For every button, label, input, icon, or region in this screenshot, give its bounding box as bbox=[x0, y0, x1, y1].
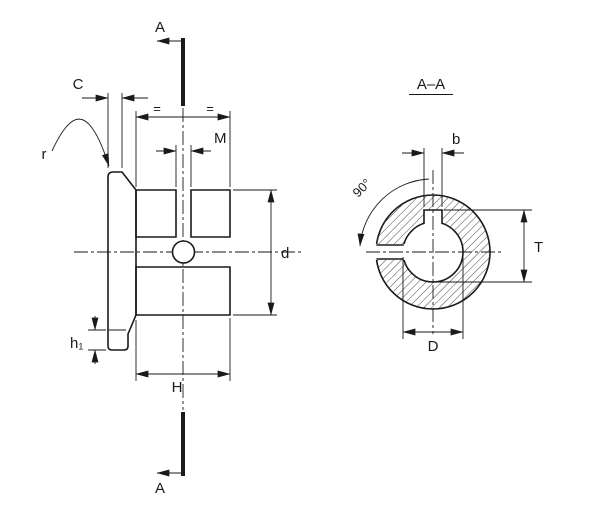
dim-d: d bbox=[233, 189, 289, 316]
section-label-bottom: A bbox=[155, 480, 165, 497]
dim-b: b bbox=[402, 131, 464, 207]
dim-label-r: r bbox=[42, 146, 47, 163]
section-title-group: A–A bbox=[409, 76, 453, 95]
dim-h1: h₁ bbox=[70, 316, 106, 364]
section-cut-line: A A bbox=[155, 19, 185, 497]
dim-label-b: b bbox=[452, 131, 460, 148]
section-label-top: A bbox=[155, 19, 165, 36]
dim-C: C bbox=[73, 76, 148, 168]
hub-upper-right-section bbox=[190, 189, 231, 238]
dim-label-T: T bbox=[534, 239, 543, 256]
dim-D: D bbox=[402, 257, 464, 355]
tooth-plate-section bbox=[107, 171, 137, 351]
dim-label-C: C bbox=[73, 76, 84, 93]
dim-label-D: D bbox=[428, 338, 439, 355]
hub-upper-left-section bbox=[135, 189, 177, 238]
dim-H: H bbox=[135, 318, 231, 396]
equal-mark-left: = bbox=[153, 101, 161, 116]
hub-lower-section bbox=[135, 266, 231, 316]
angle-label-90: 90° bbox=[350, 176, 375, 201]
dim-label-H: H bbox=[172, 379, 183, 396]
dim-label-d: d bbox=[281, 245, 289, 262]
equal-mark-right: = bbox=[206, 101, 214, 116]
leader-r: r bbox=[42, 118, 110, 167]
setscrew-hole-circle bbox=[171, 240, 196, 264]
section-view: A–A b 90° bbox=[350, 76, 544, 355]
section-centerlines bbox=[366, 170, 502, 334]
left-view: A A C r bbox=[42, 19, 302, 497]
dim-T: T bbox=[437, 209, 543, 283]
dim-equal-spacing: = = bbox=[135, 101, 231, 187]
dim-label-h1: h₁ bbox=[70, 335, 83, 352]
sprocket-body-section bbox=[107, 171, 231, 351]
dim-label-M: M bbox=[214, 130, 227, 147]
dim-M: M bbox=[156, 130, 227, 187]
section-title: A–A bbox=[417, 76, 445, 93]
